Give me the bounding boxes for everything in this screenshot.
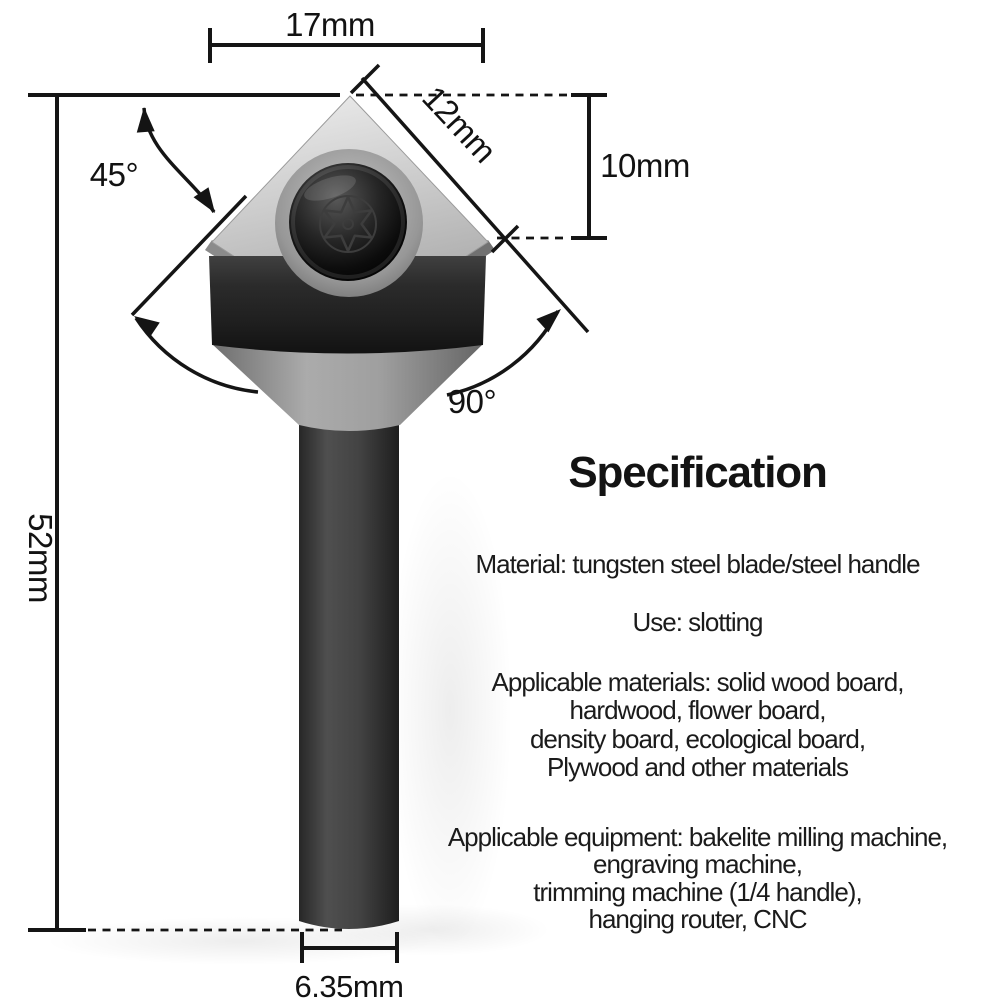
torx-screw-head <box>289 163 407 281</box>
dim-overall-length: 52mm <box>22 93 340 932</box>
reference-dashed-lines <box>88 93 604 932</box>
bit-shank <box>299 424 399 929</box>
spec-equipment-line-4: hanging router, CNC <box>588 904 807 935</box>
label-12mm: 12mm <box>415 79 503 170</box>
spec-materials-line-3: density board, ecological board, <box>529 723 866 754</box>
spec-materials-line-2: hardwood, flower board, <box>569 695 827 726</box>
label-17mm: 17mm <box>285 6 375 43</box>
screw-glare <box>304 175 356 201</box>
screw-rim-highlight <box>291 165 405 279</box>
label-6.35mm: 6.35mm <box>295 969 404 1000</box>
label-10mm: 10mm <box>600 147 690 184</box>
router-bit-illustration <box>205 95 495 929</box>
label-45deg: 45° <box>90 156 138 193</box>
torx-center-dot <box>342 218 354 230</box>
dim-cutting-height: 10mm <box>571 93 690 240</box>
label-52mm: 52mm <box>22 513 59 603</box>
specification-panel: Specification Material: tungsten steel b… <box>425 448 970 934</box>
dim-shank-diameter: 6.35mm <box>295 932 404 1000</box>
dim-point-angle: 90° <box>130 194 561 420</box>
spec-materials-line-1: Applicable materials: solid wood board, <box>491 666 905 697</box>
specification-title: Specification <box>568 448 827 497</box>
dim-side-angle: 45° <box>90 107 216 213</box>
dim-top-width: 17mm <box>208 6 485 63</box>
spec-equipment-line-3: trimming machine (1/4 handle), <box>533 876 862 907</box>
spec-materials-line-4: Plywood and other materials <box>546 752 849 783</box>
bit-collar <box>209 256 486 354</box>
torx-star-icon <box>323 195 373 253</box>
spec-material-line: Material: tungsten steel blade/steel han… <box>475 548 920 579</box>
spec-use-line: Use: slotting <box>632 606 763 637</box>
spec-applicable-equipment: Applicable equipment: bakelite milling m… <box>425 821 970 935</box>
spec-equipment-line-2: engraving machine, <box>593 849 803 880</box>
label-90deg: 90° <box>448 383 496 420</box>
spec-applicable-materials: Applicable materials: solid wood board, … <box>425 668 970 782</box>
spec-equipment-line-1: Applicable equipment: bakelite milling m… <box>447 821 948 852</box>
bit-cone <box>212 344 483 431</box>
